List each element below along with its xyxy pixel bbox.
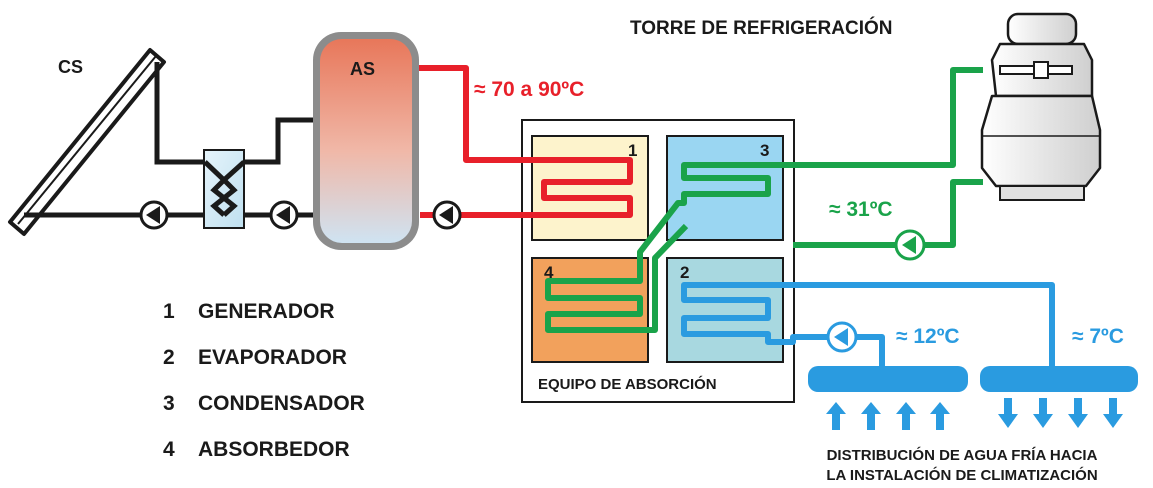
pump-icon [826,321,858,353]
condenser-water-loop [545,67,983,333]
legend-number: 2 [163,346,175,369]
legend-number: 1 [163,300,175,323]
evaporator-box [666,257,784,363]
pump-icon [269,200,299,230]
label-as: AS [350,59,375,79]
chilled-water-loop [681,282,1055,366]
absorber-number: 4 [544,263,554,282]
temperature-supply: ≈ 7ºC [1072,325,1124,348]
legend-name: CONDENSADOR [198,392,365,415]
cooling-tower [980,12,1102,201]
legend-name: GENERADOR [198,300,335,323]
hot-water-loop [419,65,633,218]
legend: 1 GENERADOR 2 EVAPORADOR 3 CONDENSADOR 4… [163,300,365,461]
solar-collector [8,48,166,236]
distribution-caption-line2: LA INSTALACIÓN DE CLIMATIZACIÓN [826,466,1097,484]
generator-number: 1 [628,141,637,160]
cooling-tower-label: TORRE DE REFRIGERACIÓN [630,17,893,39]
absorber-box [531,257,649,363]
legend-name: ABSORBEDOR [198,438,350,461]
temperature-condenser: ≈ 31ºC [829,198,893,221]
legend-name: EVAPORADOR [198,346,347,369]
pump-icon [432,200,462,230]
storage-tank [313,32,419,250]
return-flow-arrows [826,402,950,430]
legend-number: 3 [163,392,175,415]
label-cs: CS [58,57,83,77]
distribution-caption-line1: DISTRIBUCIÓN DE AGUA FRÍA HACIA [827,446,1098,464]
temperature-hot: ≈ 70 a 90ºC [474,78,584,101]
condenser-box [666,135,784,241]
evaporator-number: 2 [680,263,689,282]
legend-number: 4 [163,438,175,461]
absorption-unit-label: EQUIPO DE ABSORCIÓN [538,375,717,393]
temperature-return: ≈ 12ºC [896,325,960,348]
pump-icon [139,200,169,230]
condenser-number: 3 [760,141,769,160]
heat-exchanger [203,149,246,229]
solar-loop-pipes [24,62,320,218]
pump-icon [894,229,926,261]
supply-flow-arrows [998,398,1123,428]
supply-manifold [980,366,1138,392]
generator-box [531,135,649,241]
return-manifold [808,366,968,392]
